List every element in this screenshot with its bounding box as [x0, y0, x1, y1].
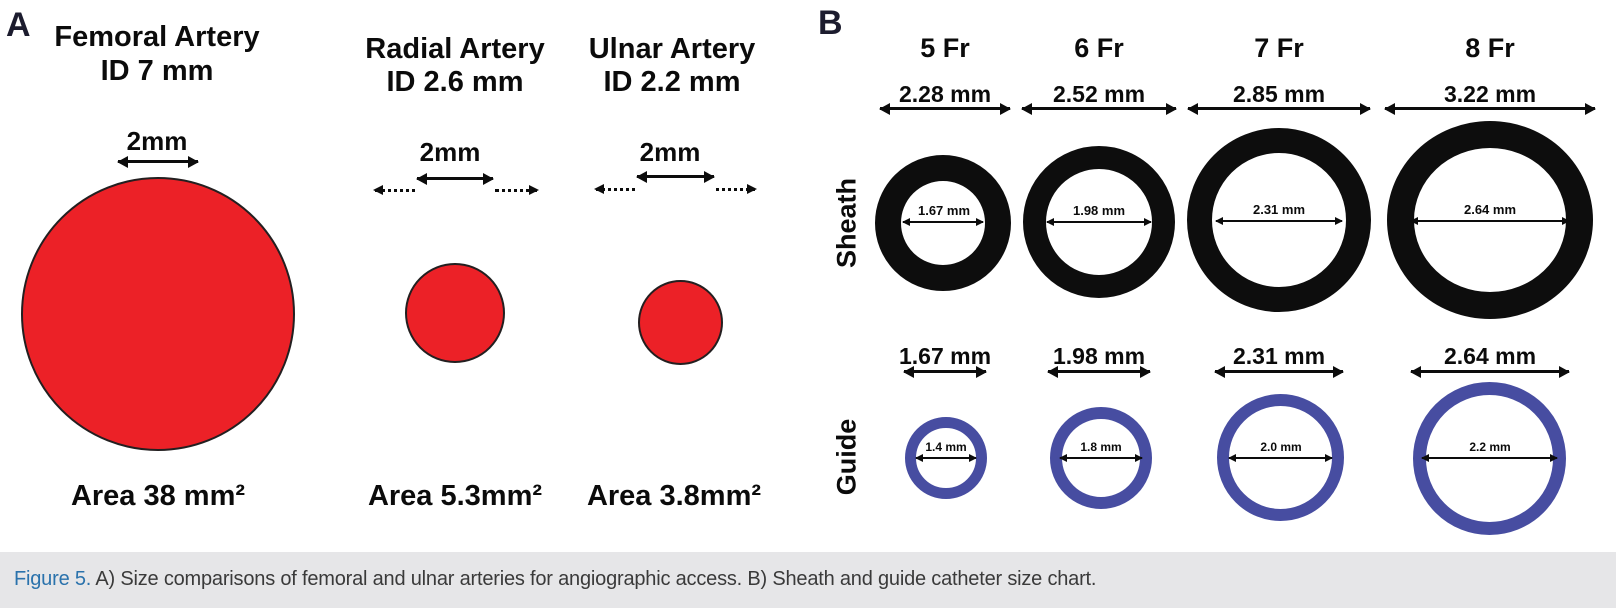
guide-id-arrow-8fr-icon: [1422, 457, 1557, 459]
guide-id-label-7fr: 2.0 mm: [1260, 440, 1302, 454]
femoral-scale-arrow-icon: [118, 160, 198, 163]
femoral-title-line2: ID 7 mm: [100, 55, 214, 87]
femoral-artery-circle: [21, 177, 295, 451]
radial-dotted-arrow-left-icon: [373, 185, 415, 195]
femoral-area-label: Area 38 mm²: [70, 480, 246, 512]
sheath-id-label-8fr: 2.64 mm: [1463, 202, 1517, 217]
ulnar-artery-circle: [638, 280, 723, 365]
panel-b-label: B: [818, 4, 843, 42]
guide-od-arrow-7fr-icon: [1215, 370, 1343, 373]
radial-artery-circle: [405, 263, 505, 363]
sheath-od-arrow-6fr-icon: [1022, 107, 1176, 110]
ulnar-area-label: Area 3.8mm²: [586, 480, 762, 512]
sheath-id-label-6fr: 1.98 mm: [1072, 203, 1126, 218]
radial-title-line2: ID 2.6 mm: [386, 66, 524, 98]
guide-od-label-8fr: 2.64 mm: [1443, 343, 1537, 369]
guide-id-arrow-6fr-icon: [1060, 457, 1142, 459]
guide-id-label-5fr: 1.4 mm: [925, 440, 967, 454]
femoral-scale-label: 2mm: [126, 126, 188, 156]
sheath-od-label-7fr: 2.85 mm: [1232, 81, 1326, 107]
fr-label-8fr: 8 Fr: [1465, 33, 1515, 63]
guide-id-arrow-7fr-icon: [1229, 457, 1332, 459]
sheath-id-arrow-6fr-icon: [1047, 221, 1151, 223]
sheath-od-arrow-7fr-icon: [1188, 107, 1370, 110]
guide-od-arrow-6fr-icon: [1048, 370, 1150, 373]
sheath-od-label-8fr: 3.22 mm: [1443, 81, 1537, 107]
sheath-od-arrow-8fr-icon: [1385, 107, 1595, 110]
ulnar-scale-arrow-icon: [637, 175, 714, 178]
sheath-ring-5fr: [875, 155, 1011, 291]
sheath-id-arrow-8fr-icon: [1411, 220, 1569, 222]
guide-row-label: Guide: [831, 418, 862, 496]
guide-id-arrow-5fr-icon: [916, 457, 976, 459]
radial-scale-arrow-icon: [417, 177, 493, 180]
guide-od-label-7fr: 2.31 mm: [1232, 343, 1326, 369]
guide-od-arrow-8fr-icon: [1411, 370, 1569, 373]
radial-dotted-arrow-right-icon: [495, 185, 539, 195]
fr-label-5fr: 5 Fr: [920, 33, 970, 63]
ulnar-dotted-arrow-right-icon: [716, 184, 757, 194]
sheath-od-label-5fr: 2.28 mm: [898, 81, 992, 107]
fr-label-7fr: 7 Fr: [1254, 33, 1304, 63]
caption-figure-number: Figure 5.: [14, 568, 92, 590]
sheath-od-arrow-5fr-icon: [880, 107, 1010, 110]
sheath-id-arrow-7fr-icon: [1216, 220, 1342, 222]
guide-od-label-6fr: 1.98 mm: [1052, 343, 1146, 369]
caption-band: Figure 5. A) Size comparisons of femoral…: [0, 552, 1616, 608]
guide-ring-5fr: [905, 417, 987, 499]
caption-body: A) Size comparisons of femoral and ulnar…: [91, 568, 1097, 590]
sheath-od-label-6fr: 2.52 mm: [1052, 81, 1146, 107]
radial-scale-label: 2mm: [419, 137, 481, 167]
figure-caption: Figure 5. A) Size comparisons of femoral…: [14, 568, 1096, 591]
panel-a-label: A: [6, 6, 31, 44]
fr-label-6fr: 6 Fr: [1074, 33, 1124, 63]
guide-id-label-6fr: 1.8 mm: [1080, 440, 1122, 454]
sheath-id-label-7fr: 2.31 mm: [1252, 202, 1306, 217]
guide-od-arrow-5fr-icon: [904, 370, 986, 373]
radial-area-label: Area 5.3mm²: [367, 480, 543, 512]
ulnar-scale-label: 2mm: [639, 137, 701, 167]
sheath-row-label: Sheath: [831, 177, 862, 269]
ulnar-dotted-arrow-left-icon: [594, 184, 635, 194]
sheath-id-arrow-5fr-icon: [903, 221, 983, 223]
ulnar-title-line2: ID 2.2 mm: [603, 66, 741, 98]
guide-id-label-8fr: 2.2 mm: [1469, 440, 1511, 454]
sheath-id-label-5fr: 1.67 mm: [917, 203, 971, 218]
radial-title-line1: Radial Artery: [365, 33, 545, 65]
femoral-title-line1: Femoral Artery: [54, 21, 260, 53]
ulnar-title-line1: Ulnar Artery: [588, 33, 756, 65]
